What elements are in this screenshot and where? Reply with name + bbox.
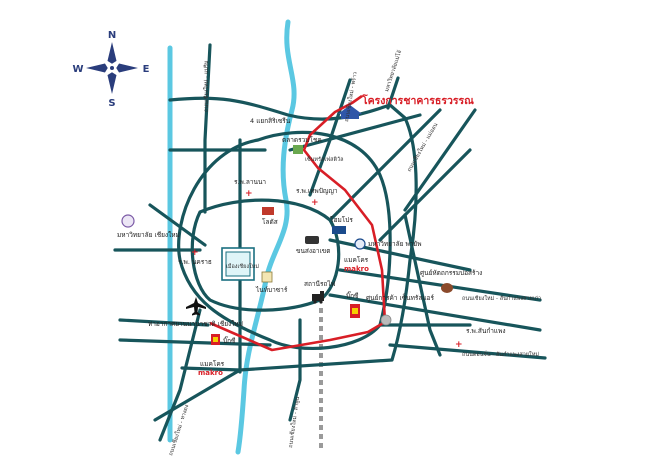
place-handicraft[interactable]: ศูนย์หัตถกรรมบ่อสร้าง bbox=[420, 269, 482, 293]
place-convention[interactable]: ศูนย์การค้า เซ็นทรัลแอร์ bbox=[366, 293, 434, 326]
place-three-kings[interactable]: ไนท์บาซาร์ bbox=[255, 271, 288, 294]
bus-icon bbox=[305, 236, 319, 244]
road-network bbox=[113, 43, 547, 442]
place-payap-uni[interactable]: มหาวิทยาลัย พายัพ bbox=[354, 238, 422, 250]
road-east-1 bbox=[328, 238, 472, 272]
label-market: ตลาดรวมโชค bbox=[282, 136, 322, 144]
road-south-lamphun bbox=[288, 318, 302, 422]
place-bigc-east[interactable]: บิ๊กซี bbox=[346, 291, 360, 318]
label-payap-uni: มหาวิทยาลัย พายัพ bbox=[368, 240, 422, 248]
river-ping bbox=[235, 19, 297, 455]
label-makro-south: แมคโคร bbox=[200, 360, 225, 368]
house-icon bbox=[338, 105, 362, 119]
train-icon bbox=[312, 291, 324, 304]
road-label-intersection: 4 แยกสิริเซรีน bbox=[250, 117, 291, 125]
hospital-cross-icon: + bbox=[245, 189, 253, 199]
handicraft-icon bbox=[441, 283, 453, 293]
place-bigc-airport[interactable]: บิ๊กซี bbox=[211, 334, 236, 345]
road-south-1 bbox=[118, 338, 272, 347]
place-market[interactable]: ตลาดรวมโชค bbox=[282, 136, 322, 154]
place-lotus[interactable]: โลตัส bbox=[262, 207, 278, 226]
hospital-cross-icon: + bbox=[455, 340, 463, 350]
label-nakornping-hospital: ร.พ. นคราธ bbox=[178, 258, 212, 266]
label-central-festival: เซ็นทรัลเฟสติวัล bbox=[305, 155, 343, 163]
hospital-cross-icon: + bbox=[311, 198, 319, 208]
label-lotus: โลตัส bbox=[262, 218, 278, 226]
place-homepro[interactable]: โฮมโปร bbox=[330, 216, 353, 234]
road-label-sankamphaeng-new: ถนนดอนจั่น - สันกำแพงสายใหม่ bbox=[462, 350, 539, 358]
label-makro-north-brand: makro bbox=[344, 265, 369, 273]
label-three-kings: ไนท์บาซาร์ bbox=[255, 286, 288, 294]
place-theppanya-hospital[interactable]: ร.พ.เทพปัญญา + bbox=[296, 187, 338, 208]
lotus-icon bbox=[262, 207, 274, 215]
road-southwest bbox=[118, 318, 210, 327]
road-mae-rim bbox=[203, 43, 212, 214]
compass-e: E bbox=[143, 64, 150, 75]
monument-icon bbox=[261, 271, 273, 283]
road-mae-jo bbox=[386, 76, 400, 110]
label-makro-south-brand: makro bbox=[198, 369, 223, 377]
label-railway: สถานีรถไฟ bbox=[304, 280, 336, 288]
market-icon bbox=[293, 145, 303, 154]
project-label: โครงการชาคารธรวรรณ bbox=[361, 94, 474, 107]
river-layer bbox=[167, 19, 297, 455]
label-airport: ท่าอากาศยานนานาชาติ เชียงใหม่ bbox=[148, 320, 243, 328]
label-homepro: โฮมโปร bbox=[330, 216, 353, 224]
place-nakornping-hospital[interactable]: + ร.พ. นคราธ bbox=[178, 248, 212, 266]
road-sw-diag bbox=[153, 368, 242, 422]
road-north-cross-2 bbox=[288, 113, 422, 152]
label-theppanya-hospital: ร.พ.เทพปัญญา bbox=[296, 187, 338, 195]
project-marker[interactable]: โครงการชาคารธรวรรณ bbox=[338, 94, 474, 119]
road-ne-2 bbox=[378, 148, 472, 242]
place-old-city[interactable]: เมืองเชียงใหม่ bbox=[226, 263, 259, 270]
place-cmu[interactable]: มหาวิทยาลัย เชียงใหม่ bbox=[117, 214, 180, 239]
label-sankamphaeng-hospital: ร.พ.สันกำแพง bbox=[466, 327, 506, 335]
university-seal-icon bbox=[354, 238, 366, 250]
road-east-2 bbox=[338, 268, 542, 302]
label-old-city: เมืองเชียงใหม่ bbox=[226, 263, 259, 270]
label-bigc-airport: บิ๊กซี bbox=[223, 336, 236, 345]
compass-n: N bbox=[108, 30, 116, 41]
road-east-4 bbox=[388, 343, 547, 360]
label-makro-north: แมคโคร bbox=[344, 256, 369, 264]
label-lanna-hospital: ร.พ.ลานนา bbox=[234, 178, 266, 186]
place-railway[interactable]: สถานีรถไฟ bbox=[304, 280, 336, 304]
compass-s: S bbox=[108, 98, 115, 109]
old-city-moat bbox=[221, 247, 255, 281]
university-seal-icon bbox=[121, 214, 135, 228]
hospital-cross-icon: + bbox=[191, 248, 199, 258]
road-east-3 bbox=[328, 293, 542, 332]
place-sankamphaeng-hospital[interactable]: ร.พ.สันกำแพง + bbox=[455, 327, 506, 350]
label-bigc-east: บิ๊กซี bbox=[346, 291, 359, 300]
road-ne-1 bbox=[403, 108, 477, 212]
label-handicraft: ศูนย์หัตถกรรมบ่อสร้าง bbox=[420, 269, 482, 277]
place-lanna-hospital[interactable]: ร.พ.ลานนา + bbox=[234, 178, 266, 199]
middle-ring-road bbox=[177, 130, 392, 350]
place-airport[interactable]: ท่าอากาศยานนานาชาติ เชียงใหม่ bbox=[148, 297, 243, 328]
place-central-festival[interactable]: เซ็นทรัลเฟสติวัล bbox=[305, 155, 343, 163]
label-cmu: มหาวิทยาลัย เชียงใหม่ bbox=[117, 231, 180, 239]
road-mae-on bbox=[328, 108, 442, 222]
road-east-diag bbox=[403, 213, 442, 357]
label-convention: ศูนย์การค้า เซ็นทรัลแอร์ bbox=[366, 293, 434, 302]
label-bus-station: ขนส่งอาเขต bbox=[296, 247, 330, 255]
compass-w: W bbox=[72, 64, 83, 75]
compass-rose: N S E W bbox=[72, 30, 149, 109]
place-bus-station[interactable]: ขนส่งอาเขต bbox=[296, 236, 330, 255]
place-makro-north[interactable]: แมคโคร makro bbox=[344, 256, 369, 273]
road-label-mae-rim: ถนนเชียงใหม่ - แม่ริม bbox=[203, 60, 210, 112]
road-label-sankamphaeng-old: ถนนเชียงใหม่ - สันกำแพงสายเก่า bbox=[462, 295, 541, 302]
road-hang-dong bbox=[158, 308, 202, 442]
place-makro-south[interactable]: แมคโคร makro bbox=[198, 360, 225, 377]
homepro-icon bbox=[332, 226, 346, 234]
route-to-project bbox=[209, 94, 387, 352]
airplane-icon bbox=[186, 297, 206, 316]
road-west-nw bbox=[148, 203, 207, 247]
mall-icon bbox=[380, 314, 392, 326]
